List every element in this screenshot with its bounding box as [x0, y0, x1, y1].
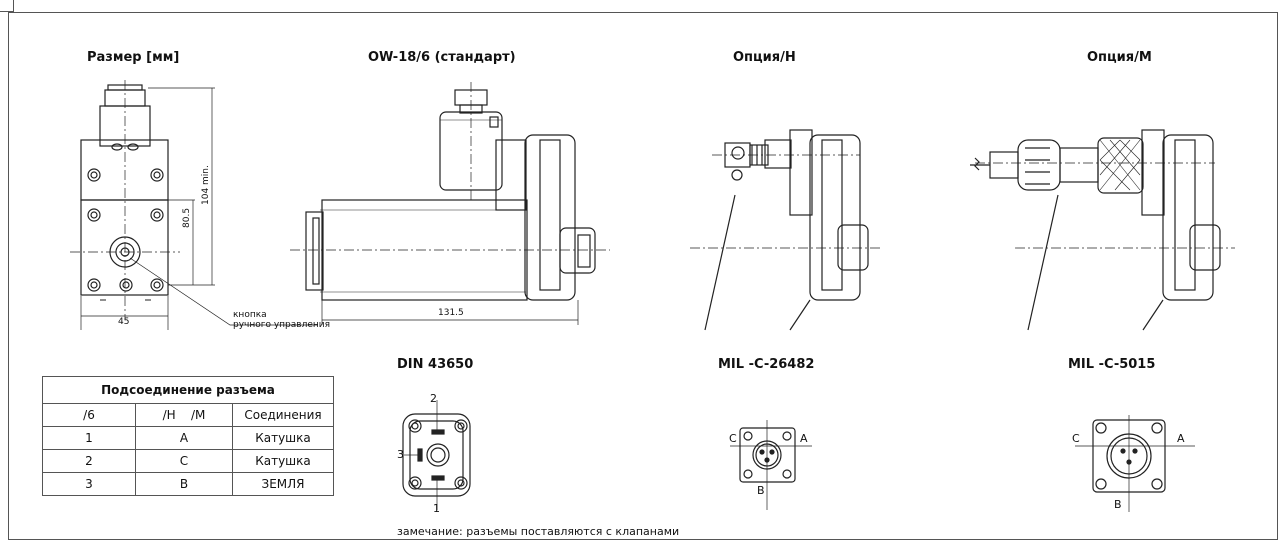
- drawing-frame: [8, 12, 1278, 540]
- title-dimensions: Размер [мм]: [87, 50, 180, 65]
- table-cell: 3: [42, 472, 136, 496]
- standard-valve-drawing: [290, 82, 610, 325]
- mil5015-pin-a-label: A: [1177, 432, 1185, 445]
- table-cell: Катушка: [232, 426, 334, 450]
- title-option-m: Опция/M: [1087, 50, 1152, 65]
- mil5015-pin-b-label: B: [1114, 498, 1122, 511]
- din-43650-connector: [402, 400, 471, 510]
- front-view-drawing: [70, 80, 318, 330]
- option-m-drawing: [970, 129, 1235, 331]
- table-cell: A: [135, 426, 233, 450]
- din-pin-1-label: 1: [433, 502, 440, 515]
- table-row: 3 B ЗЕМЛЯ: [42, 472, 334, 496]
- table-cell: ЗЕМЛЯ: [232, 472, 334, 496]
- table-header-cell: Соединения: [232, 403, 334, 427]
- table-cell: C: [135, 449, 233, 473]
- table-row: 2 C Катушка: [42, 449, 334, 473]
- table-header-row: /6 /H /M Соединения: [42, 403, 334, 427]
- title-standard-valve: OW-18/6 (стандарт): [368, 50, 516, 65]
- table-cell: B: [135, 472, 233, 496]
- mil-5015-connector: [1075, 415, 1195, 512]
- title-mil-26482: MIL -C-26482: [718, 357, 815, 372]
- dim-length: 131.5: [438, 308, 464, 318]
- dim-width: 45: [118, 317, 130, 327]
- table-header-cell: /6: [42, 403, 136, 427]
- title-mil-5015: MIL -C-5015: [1068, 357, 1156, 372]
- dim-height-min: 104 min.: [201, 165, 211, 205]
- callout-manual-button-line1: кнопка: [233, 310, 267, 320]
- connector-note: замечание: разъемы поставляются с клапан…: [397, 525, 680, 538]
- title-din-43650: DIN 43650: [397, 357, 474, 372]
- mil26482-pin-a-label: A: [800, 432, 808, 445]
- mil-26482-connector: [730, 420, 812, 510]
- table-cell: Катушка: [232, 449, 334, 473]
- option-h-drawing: [690, 129, 880, 331]
- mil26482-pin-c-label: C: [729, 432, 737, 445]
- din-pin-3-label: 3: [397, 448, 404, 461]
- table-cell: 2: [42, 449, 136, 473]
- callout-manual-button-line2: ручного управления: [233, 320, 331, 330]
- din-pin-2-label: 2: [430, 392, 437, 405]
- table-row: 1 A Катушка: [42, 426, 334, 450]
- table-caption: Подсоединение разъема: [42, 376, 334, 404]
- mil5015-pin-c-label: C: [1072, 432, 1080, 445]
- frame-corner-tab: [0, 0, 14, 12]
- title-option-h: Опция/H: [733, 50, 796, 65]
- dim-height: 80.5: [182, 207, 192, 228]
- table-header-cell: /H /M: [135, 403, 233, 427]
- connection-table: Подсоединение разъема /6 /H /M Соединени…: [42, 376, 334, 496]
- mil26482-pin-b-label: B: [757, 484, 765, 497]
- table-cell: 1: [42, 426, 136, 450]
